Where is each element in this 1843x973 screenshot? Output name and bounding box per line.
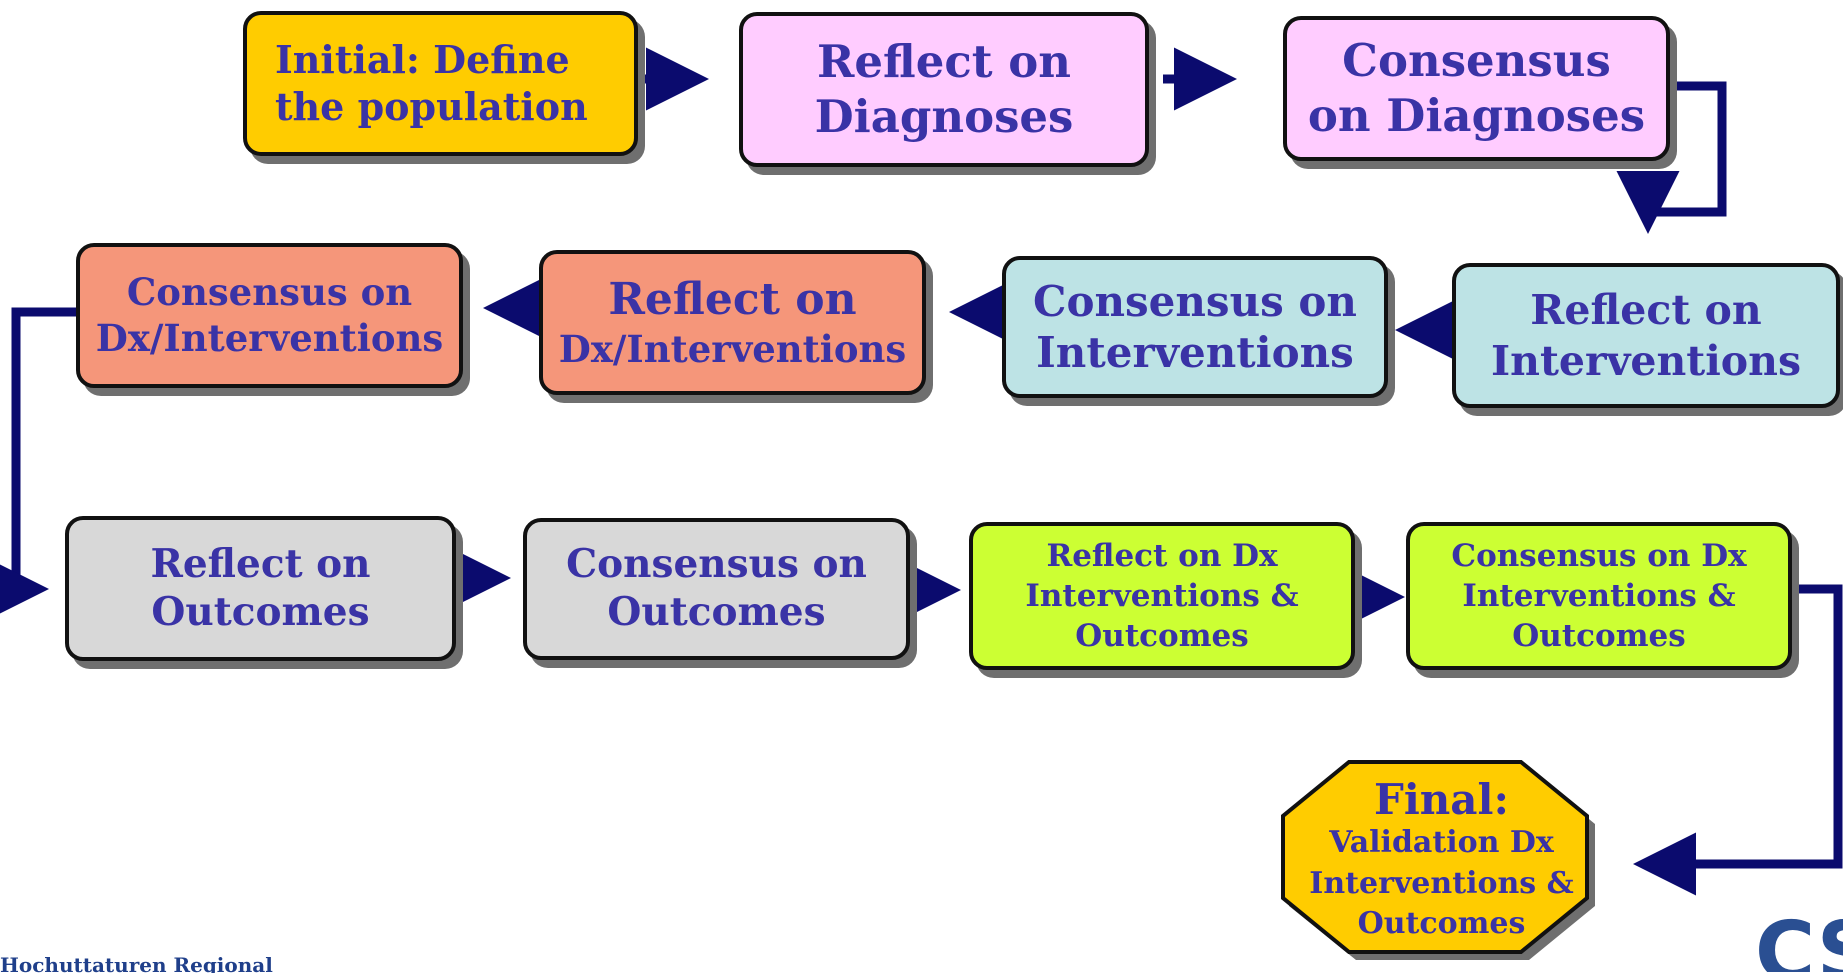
step-reflect-dx-interventions-line-2: Dx/Interventions [558, 326, 907, 371]
step-reflect-all-line-3: Outcomes [1075, 618, 1249, 655]
step-consensus-interventions-line-1: Consensus on [1033, 276, 1357, 326]
left-logo-text: Hochuttaturen Regional [0, 953, 273, 973]
final-text-block: Final: Validation Dx Interventions & Out… [1277, 756, 1606, 966]
step-consensus-dx-interventions-line-1: Consensus on [126, 270, 413, 315]
step-consensus-outcomes-line-2: Outcomes [607, 589, 826, 635]
step-consensus-diagnoses-line-2: on Diagnoses [1307, 88, 1646, 142]
step-reflect-interventions-line-2: Interventions [1490, 336, 1802, 385]
final-line-2: Interventions & [1309, 865, 1574, 901]
right-logo: CS [1755, 912, 1843, 972]
step-initial-line-1: Initial: Define [275, 37, 570, 83]
step-consensus-all-line-3: Outcomes [1512, 618, 1686, 655]
left-logo: Hochuttaturen Regional [0, 953, 273, 973]
step-consensus-all-line-2: Interventions & [1462, 577, 1736, 614]
step-reflect-outcomes-line-1: Reflect on [150, 540, 371, 587]
step-consensus-dx-interventions-line-2: Dx/Interventions [95, 315, 444, 360]
step-reflect-diagnoses-line-1: Reflect on [817, 34, 1071, 88]
step-reflect-outcomes-line-2: Outcomes [151, 588, 370, 635]
step-initial-line-2: the population [275, 83, 588, 129]
arrow-consensus-dx-down-to-outcomes [0, 307, 76, 621]
final-line-3: Outcomes [1357, 906, 1526, 942]
step-reflect-dx-interventions-line-1: Reflect on [608, 274, 857, 326]
step-final-validation: Final: Validation Dx Interventions & Out… [1277, 756, 1606, 966]
step-consensus-interventions-line-2: Interventions [1036, 328, 1354, 377]
step-reflect-all-line-2: Interventions & [1025, 577, 1299, 614]
step-consensus-diagnoses-line-1: Consensus [1342, 33, 1611, 87]
step-reflect-all-line-1: Reflect on Dx [1046, 537, 1278, 574]
step-consensus-all-line-1: Consensus on Dx [1451, 537, 1747, 574]
step-reflect-diagnoses-line-2: Diagnoses [814, 89, 1074, 143]
step-reflect-interventions-line-1: Reflect on [1530, 286, 1762, 335]
right-logo-text: CS [1755, 912, 1843, 972]
final-octagon-shape [1281, 760, 1595, 960]
final-heading: Final: [1374, 775, 1509, 825]
arrow-consensus-all-to-final [1633, 584, 1843, 896]
final-line-1: Validation Dx [1329, 825, 1554, 861]
arrow-consensus-diagnoses-down [1616, 81, 1727, 234]
step-consensus-outcomes-line-1: Consensus on [566, 541, 867, 588]
